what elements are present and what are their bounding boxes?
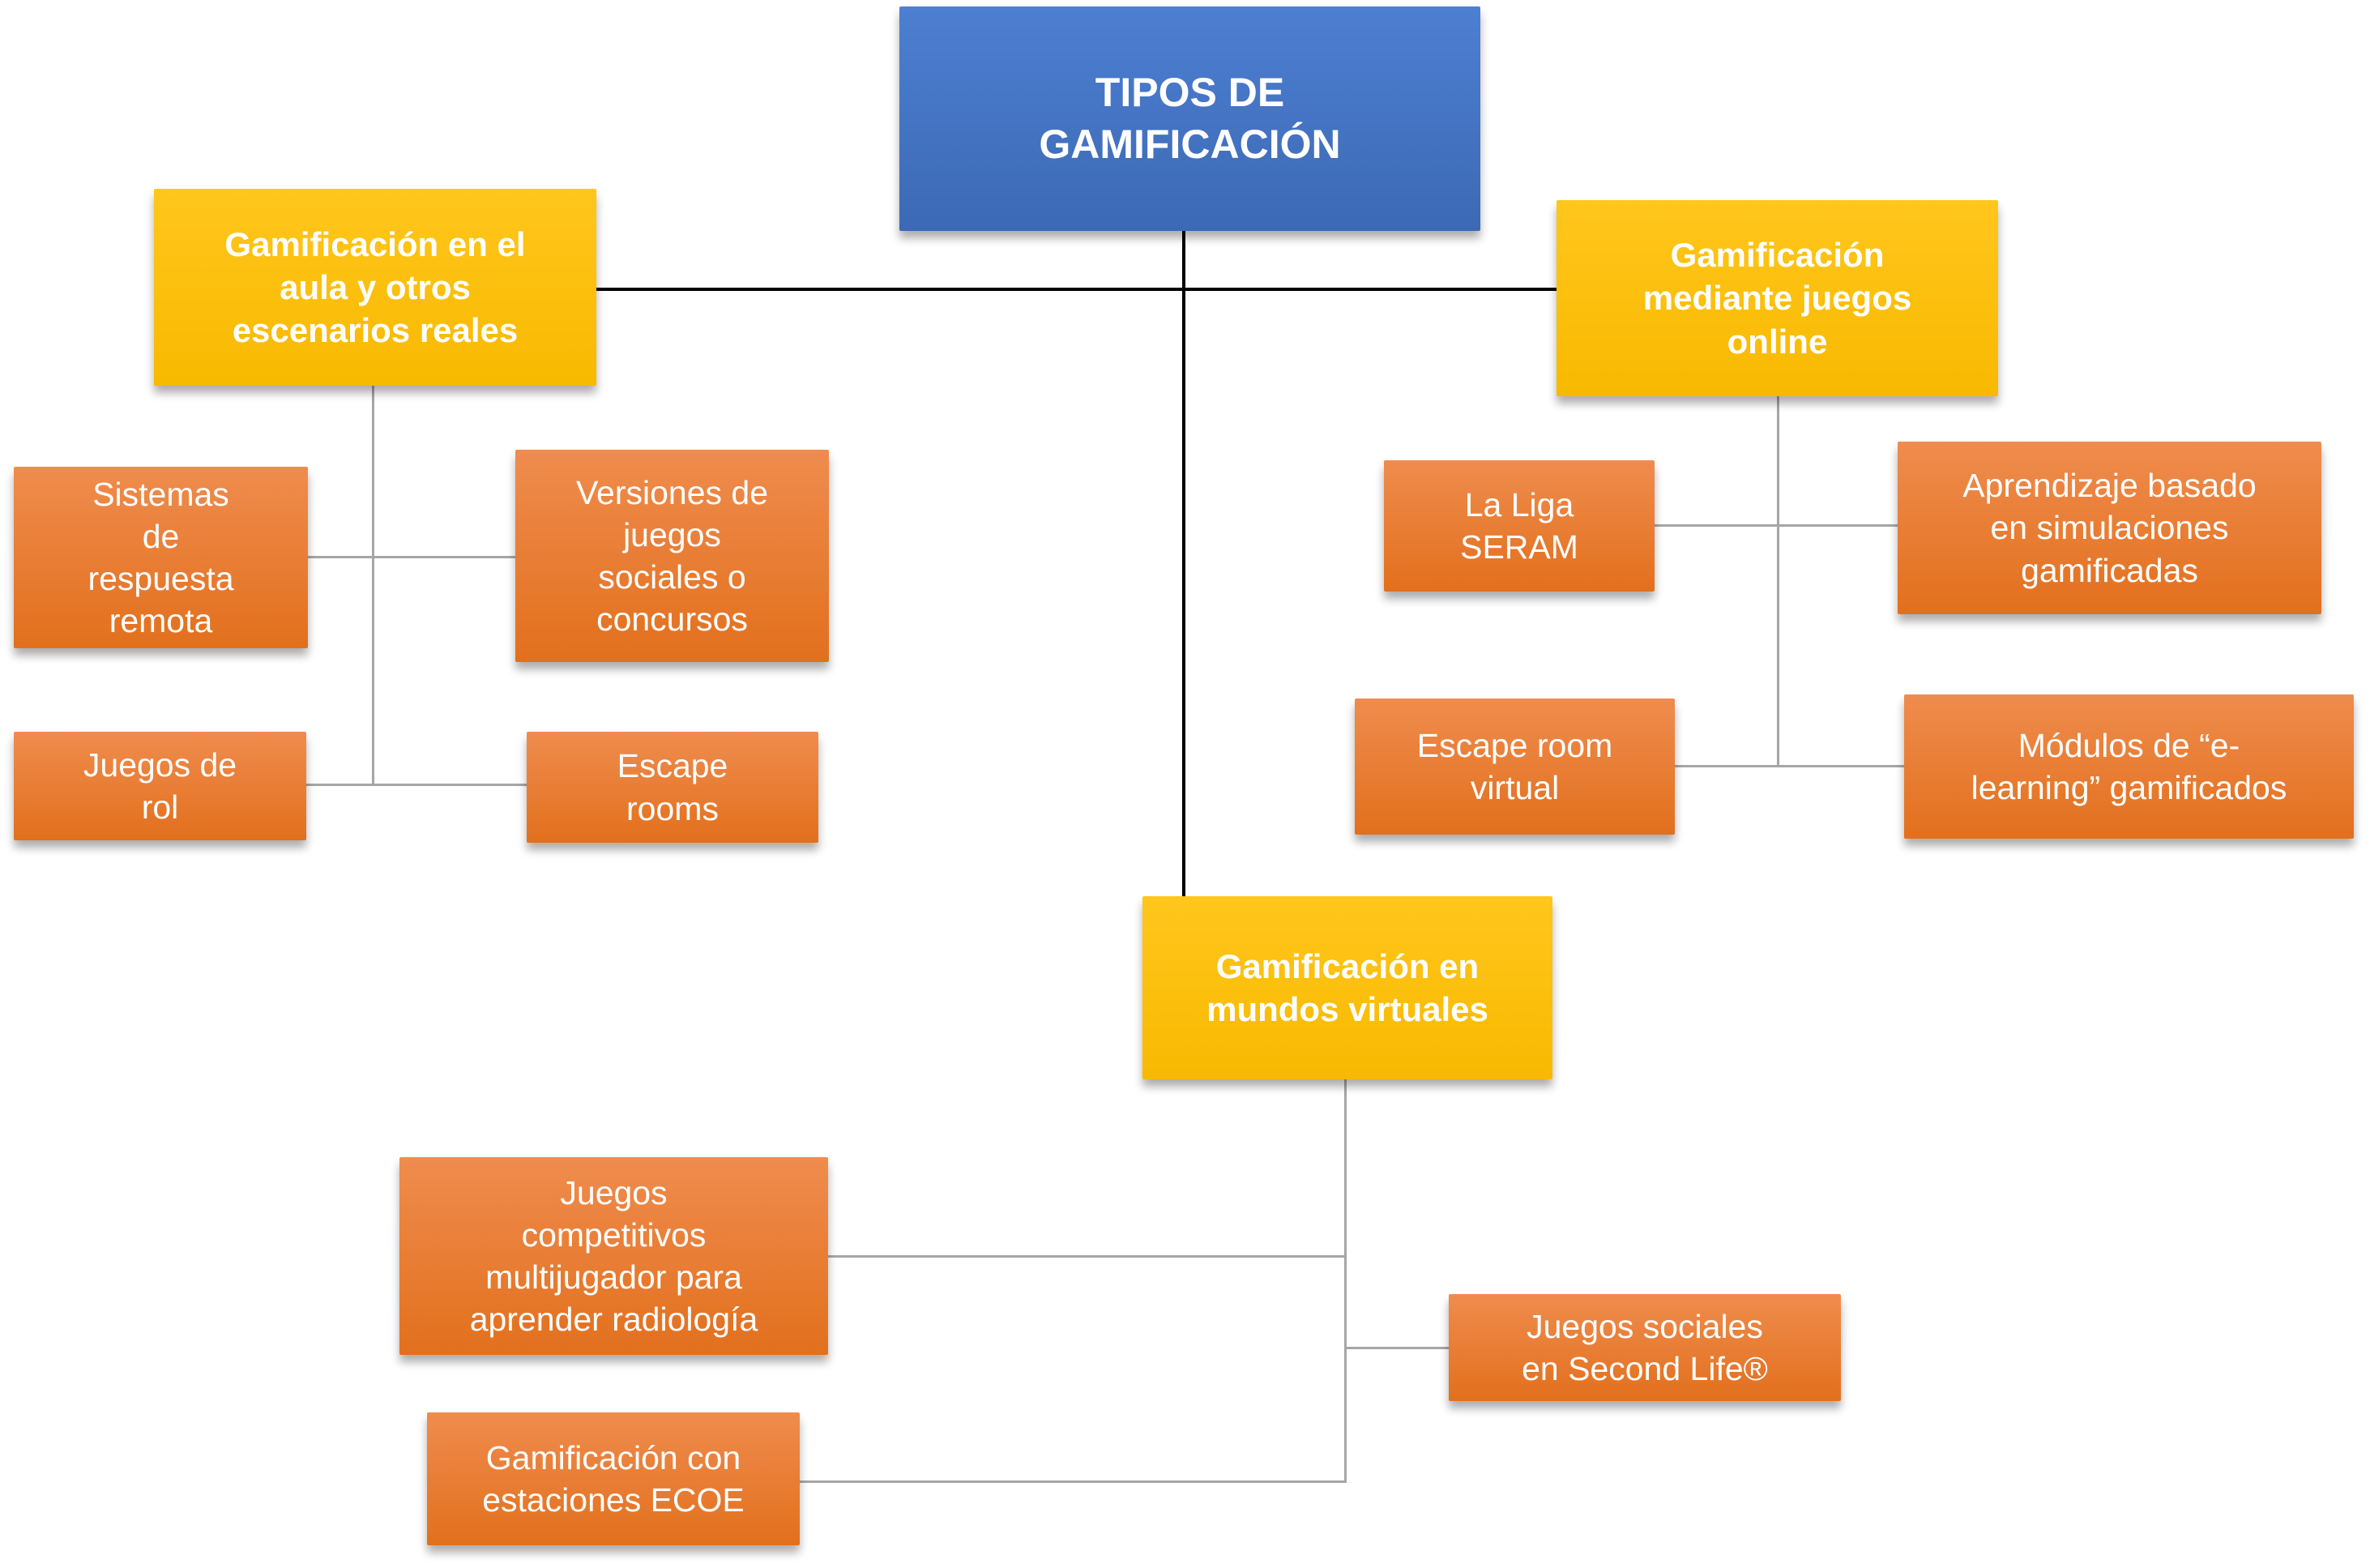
node-juegos-sociales-second-life: Juegos sociales en Second Life®: [1449, 1294, 1841, 1401]
node-escape-rooms: Escape rooms: [527, 732, 818, 843]
connector-ecoe-branch: [800, 1480, 1345, 1483]
node-escape-room-virtual-label: Escape room virtual: [1416, 726, 1613, 806]
connector-online-vertical: [1777, 395, 1779, 767]
node-gamificacion-mundos-virtuales: Gamificación en mundos virtuales: [1142, 896, 1552, 1079]
node-juegos-sociales-second-life-label: Juegos sociales en Second Life®: [1522, 1307, 1768, 1387]
node-gamificacion-juegos-online: Gamificación mediante juegos online: [1557, 200, 1998, 396]
node-gamificacion-mundos-virtuales-label: Gamificación en mundos virtuales: [1206, 946, 1488, 1028]
connector-liga-simulaciones: [1655, 524, 1898, 527]
node-gamificacion-aula-label: Gamificación en el aula y otros escenari…: [224, 224, 526, 350]
node-juegos-de-rol-label: Juegos de rol: [83, 746, 237, 826]
connector-rol-escaperooms: [306, 784, 527, 786]
connector-sistemas-versiones: [308, 556, 515, 558]
node-aprendizaje-simulaciones: Aprendizaje basado en simulaciones gamif…: [1898, 442, 2321, 614]
node-gamificacion-ecoe: Gamificación con estaciones ECOE: [427, 1412, 800, 1545]
node-gamificacion-juegos-online-label: Gamificación mediante juegos online: [1642, 236, 1912, 361]
connector-mundos-vertical: [1344, 1078, 1347, 1483]
connector-aula-vertical: [372, 385, 374, 785]
node-sistemas-respuesta-remota: Sistemas de respuesta remota: [14, 467, 308, 648]
connector-competitivos-branch: [828, 1255, 1345, 1258]
node-modulos-elearning-label: Módulos de “e- learning” gamificados: [1971, 726, 2287, 806]
node-versiones-juegos-sociales-label: Versiones de juegos sociales o concursos: [575, 473, 769, 639]
node-juegos-competitivos-multijugador-label: Juegos competitivos multijugador para ap…: [469, 1173, 758, 1339]
node-la-liga-seram-label: La Liga SERAM: [1460, 485, 1578, 566]
node-versiones-juegos-sociales: Versiones de juegos sociales o concursos: [515, 450, 829, 662]
connector-root-vertical: [1182, 229, 1185, 896]
connector-root-horizontal: [596, 288, 1557, 291]
node-escape-room-virtual: Escape room virtual: [1355, 699, 1675, 835]
connector-secondlife-branch: [1345, 1347, 1449, 1349]
node-la-liga-seram: La Liga SERAM: [1384, 460, 1655, 592]
node-sistemas-respuesta-remota-label: Sistemas de respuesta remota: [88, 475, 234, 640]
node-gamificacion-ecoe-label: Gamificación con estaciones ECOE: [482, 1438, 745, 1519]
node-gamificacion-aula: Gamificación en el aula y otros escenari…: [154, 189, 596, 386]
node-tipos-de-gamificacion: TIPOS DE GAMIFICACIÓN: [899, 6, 1480, 231]
node-juegos-de-rol: Juegos de rol: [14, 732, 306, 840]
node-aprendizaje-simulaciones-label: Aprendizaje basado en simulaciones gamif…: [1962, 467, 2257, 589]
node-tipos-de-gamificacion-label: TIPOS DE GAMIFICACIÓN: [1039, 70, 1341, 167]
node-escape-rooms-label: Escape rooms: [617, 747, 728, 827]
node-modulos-elearning: Módulos de “e- learning” gamificados: [1904, 694, 2354, 839]
node-juegos-competitivos-multijugador: Juegos competitivos multijugador para ap…: [399, 1157, 828, 1355]
connector-escapevirtual-modulos: [1675, 765, 1904, 767]
